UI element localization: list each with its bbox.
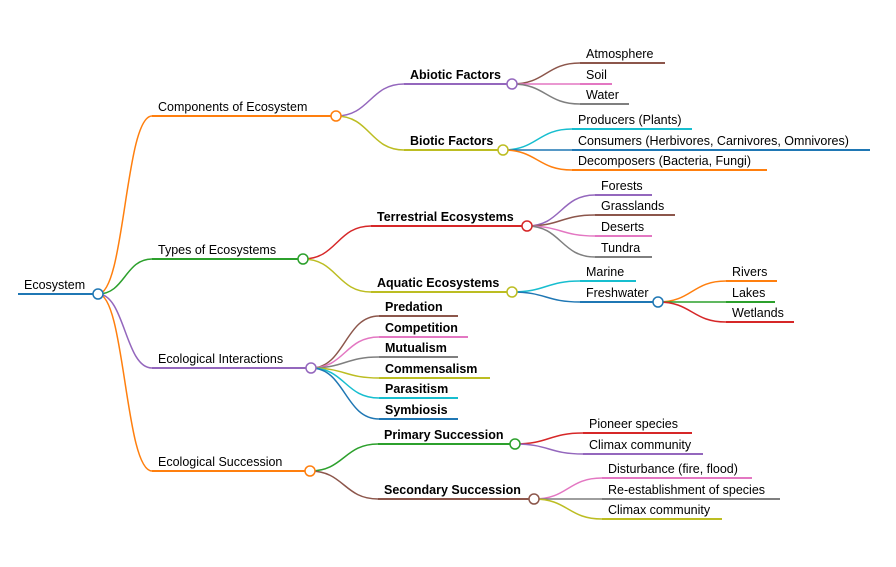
node-label-pioneer-species: Pioneer species xyxy=(589,417,678,431)
node-label-disturbance-fire-flood: Disturbance (fire, flood) xyxy=(608,462,738,476)
edge-abiotic-factors xyxy=(335,83,405,117)
node-label-components-of-ecosystem: Components of Ecosystem xyxy=(158,100,307,114)
collapse-toggle-terrestrial-ecosystems[interactable] xyxy=(521,220,533,232)
edge-biotic-factors xyxy=(335,115,405,151)
edge-decomposers-bacteria-fungi xyxy=(502,149,573,171)
node-label-climax-community: Climax community xyxy=(589,438,692,452)
edge-ecological-succession xyxy=(97,293,153,472)
collapse-toggle-abiotic-factors[interactable] xyxy=(506,78,518,90)
edge-symbiosis xyxy=(310,367,380,420)
node-label-forests: Forests xyxy=(601,179,643,193)
node-label-aquatic-ecosystems: Aquatic Ecosystems xyxy=(377,276,499,290)
node-label-deserts: Deserts xyxy=(601,220,644,234)
node-label-producers-plants: Producers (Plants) xyxy=(578,113,682,127)
node-label-ecosystem: Ecosystem xyxy=(24,278,85,292)
node-label-ecological-interactions: Ecological Interactions xyxy=(158,352,283,366)
collapse-toggle-ecosystem[interactable] xyxy=(92,288,104,300)
edge-ecological-interactions xyxy=(97,293,153,369)
edge-climax-community xyxy=(533,498,603,520)
edge-wetlands xyxy=(657,301,727,323)
node-label-consumers-herbivores-carnivores-omnivores: Consumers (Herbivores, Carnivores, Omniv… xyxy=(578,134,849,148)
collapse-toggle-biotic-factors[interactable] xyxy=(497,144,509,156)
node-label-rivers: Rivers xyxy=(732,265,767,279)
node-label-mutualism: Mutualism xyxy=(385,341,447,355)
edge-types-of-ecosystems xyxy=(97,258,153,295)
node-label-decomposers-bacteria-fungi: Decomposers (Bacteria, Fungi) xyxy=(578,154,751,168)
edge-producers-plants xyxy=(502,128,573,151)
edge-terrestrial-ecosystems xyxy=(302,225,372,260)
node-label-types-of-ecosystems: Types of Ecosystems xyxy=(158,243,276,257)
node-label-soil: Soil xyxy=(586,68,607,82)
collapse-toggle-freshwater[interactable] xyxy=(652,296,664,308)
edge-water xyxy=(511,83,581,105)
node-label-atmosphere: Atmosphere xyxy=(586,47,653,61)
node-label-grasslands: Grasslands xyxy=(601,199,664,213)
edge-climax-community xyxy=(514,443,584,455)
node-label-parasitism: Parasitism xyxy=(385,382,448,396)
node-label-terrestrial-ecosystems: Terrestrial Ecosystems xyxy=(377,210,514,224)
node-label-re-establishment-of-species: Re-establishment of species xyxy=(608,483,765,497)
node-label-commensalism: Commensalism xyxy=(385,362,477,376)
edge-marine xyxy=(511,280,581,293)
node-label-ecological-succession: Ecological Succession xyxy=(158,455,282,469)
node-label-water: Water xyxy=(586,88,619,102)
edge-atmosphere xyxy=(511,62,581,85)
collapse-toggle-aquatic-ecosystems[interactable] xyxy=(506,286,518,298)
collapse-toggle-ecological-succession[interactable] xyxy=(304,465,316,477)
edge-forests xyxy=(526,194,596,227)
node-label-wetlands: Wetlands xyxy=(732,306,784,320)
node-label-tundra: Tundra xyxy=(601,241,640,255)
edge-tundra xyxy=(526,225,596,258)
node-label-biotic-factors: Biotic Factors xyxy=(410,134,493,148)
node-label-primary-succession: Primary Succession xyxy=(384,428,504,442)
mindmap-nodes: Ecosystem Components of Ecosystem Abiotic … xyxy=(18,47,870,520)
node-label-competition: Competition xyxy=(385,321,458,335)
collapse-toggle-components-of-ecosystem[interactable] xyxy=(330,110,342,122)
edge-secondary-succession xyxy=(309,470,379,500)
node-label-symbiosis: Symbiosis xyxy=(385,403,448,417)
node-label-abiotic-factors: Abiotic Factors xyxy=(410,68,501,82)
edge-freshwater xyxy=(511,291,581,303)
node-label-secondary-succession: Secondary Succession xyxy=(384,483,521,497)
collapse-toggle-ecological-interactions[interactable] xyxy=(305,362,317,374)
collapse-toggle-types-of-ecosystems[interactable] xyxy=(297,253,309,265)
edge-rivers xyxy=(657,280,727,303)
edge-disturbance-fire-flood xyxy=(533,477,603,500)
edge-components-of-ecosystem xyxy=(97,115,153,295)
node-label-lakes: Lakes xyxy=(732,286,765,300)
collapse-toggle-primary-succession[interactable] xyxy=(509,438,521,450)
edge-primary-succession xyxy=(309,443,379,472)
edge-aquatic-ecosystems xyxy=(302,258,372,293)
mindmap-edges xyxy=(97,62,727,520)
edge-pioneer-species xyxy=(514,432,584,445)
node-label-predation: Predation xyxy=(385,300,443,314)
edge-predation xyxy=(310,315,380,369)
node-label-freshwater: Freshwater xyxy=(586,286,649,300)
collapse-toggle-secondary-succession[interactable] xyxy=(528,493,540,505)
node-label-climax-community: Climax community xyxy=(608,503,711,517)
node-label-marine: Marine xyxy=(586,265,624,279)
